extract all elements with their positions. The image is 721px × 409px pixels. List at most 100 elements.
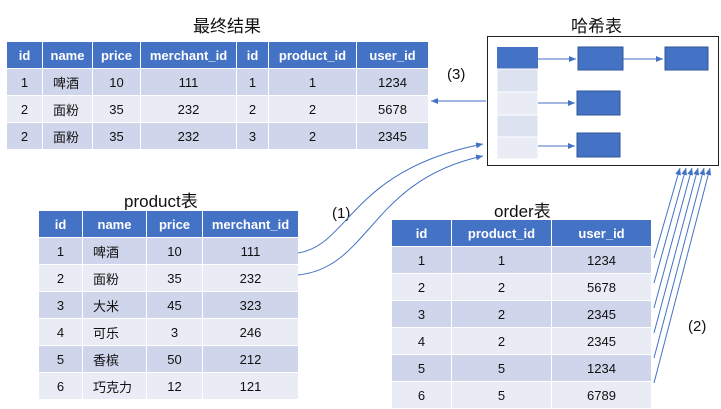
result-header-cell: id — [6, 41, 43, 69]
result-header-row: id name price merchant_id id product_id … — [6, 41, 429, 69]
table-cell: 1 — [236, 68, 269, 96]
table-cell: 121 — [202, 372, 299, 400]
table-cell: 35 — [92, 95, 141, 123]
table-cell: 3 — [146, 318, 203, 346]
table-cell: 5678 — [551, 273, 652, 301]
table-cell: 2345 — [551, 300, 652, 328]
table-cell: 3 — [236, 122, 269, 150]
probe-arrow — [653, 167, 681, 259]
table-cell: 3 — [391, 300, 452, 328]
table-cell: 2 — [451, 327, 552, 355]
order-table: id product_id user_id 1 1 1234 2 2 5678 … — [391, 219, 652, 409]
table-cell: 35 — [146, 264, 203, 292]
table-cell: 1234 — [551, 354, 652, 382]
result-header-cell: id — [236, 41, 269, 69]
table-row: 2 面粉 35 232 2 2 5678 — [6, 95, 429, 123]
table-cell: 50 — [146, 345, 203, 373]
build-arrow — [297, 142, 484, 254]
table-cell: 6 — [391, 381, 452, 409]
hash-node — [576, 132, 621, 158]
table-cell: 2 — [6, 122, 43, 150]
table-cell: 大米 — [82, 291, 147, 319]
build-arrow — [297, 154, 484, 276]
table-cell: 10 — [146, 237, 203, 265]
table-cell: 1234 — [356, 68, 429, 96]
hash-node — [577, 46, 624, 71]
order-header-row: id product_id user_id — [391, 219, 652, 247]
hash-bucket — [496, 114, 539, 138]
result-header-cell: product_id — [268, 41, 357, 69]
table-row: 2 面粉 35 232 3 2 2345 — [6, 122, 429, 150]
table-cell: 232 — [140, 95, 237, 123]
table-row: 6 5 6789 — [391, 381, 652, 409]
table-cell: 6789 — [551, 381, 652, 409]
table-cell: 10 — [92, 68, 141, 96]
step-label-2: (2) — [688, 318, 707, 335]
table-cell: 2 — [6, 95, 43, 123]
product-header-cell: price — [146, 210, 203, 238]
table-cell: 1 — [268, 68, 357, 96]
result-table: id name price merchant_id id product_id … — [6, 41, 429, 150]
product-header-row: id name price merchant_id — [38, 210, 299, 238]
order-table-title: order表 — [494, 202, 551, 221]
table-cell: 5 — [451, 354, 552, 382]
probe-arrow — [653, 167, 694, 309]
hash-bucket — [496, 136, 539, 160]
table-cell: 1234 — [551, 246, 652, 274]
order-header-cell: id — [391, 219, 452, 247]
product-table-title: product表 — [124, 192, 198, 211]
table-cell: 啤酒 — [82, 237, 147, 265]
table-row: 5 香槟 50 212 — [38, 345, 299, 373]
table-cell: 5 — [38, 345, 83, 373]
product-table: id name price merchant_id 1 啤酒 10 111 2 … — [38, 210, 299, 400]
hash-bucket — [496, 68, 539, 93]
result-title: 最终结果 — [193, 17, 261, 36]
probe-arrow — [653, 167, 712, 384]
hash-node — [576, 90, 621, 116]
table-cell: 35 — [92, 122, 141, 150]
table-cell: 巧克力 — [82, 372, 147, 400]
table-cell: 232 — [140, 122, 237, 150]
table-cell: 5 — [451, 381, 552, 409]
table-cell: 1 — [6, 68, 43, 96]
table-cell: 2 — [268, 122, 357, 150]
table-cell: 12 — [146, 372, 203, 400]
table-cell: 6 — [38, 372, 83, 400]
probe-arrow — [653, 167, 688, 284]
table-cell: 2 — [268, 95, 357, 123]
table-row: 3 2 2345 — [391, 300, 652, 328]
step-label-3: (3) — [447, 66, 466, 83]
table-cell: 323 — [202, 291, 299, 319]
order-header-cell: product_id — [451, 219, 552, 247]
table-cell: 3 — [38, 291, 83, 319]
table-cell: 4 — [391, 327, 452, 355]
table-row: 4 2 2345 — [391, 327, 652, 355]
table-cell: 面粉 — [42, 122, 93, 150]
hash-table-title: 哈希表 — [571, 17, 622, 36]
table-cell: 246 — [202, 318, 299, 346]
table-cell: 2345 — [356, 122, 429, 150]
result-header-cell: merchant_id — [140, 41, 237, 69]
table-cell: 4 — [38, 318, 83, 346]
product-header-cell: merchant_id — [202, 210, 299, 238]
hash-bucket — [496, 91, 539, 116]
table-row: 5 5 1234 — [391, 354, 652, 382]
table-row: 3 大米 45 323 — [38, 291, 299, 319]
step-label-1: (1) — [332, 205, 351, 222]
table-cell: 1 — [451, 246, 552, 274]
table-cell: 232 — [202, 264, 299, 292]
table-cell: 香槟 — [82, 345, 147, 373]
table-row: 4 可乐 3 246 — [38, 318, 299, 346]
table-cell: 2345 — [551, 327, 652, 355]
hash-node — [664, 46, 709, 71]
probe-arrow — [653, 167, 700, 334]
result-header-cell: price — [92, 41, 141, 69]
table-cell: 5 — [391, 354, 452, 382]
probe-arrow — [653, 167, 706, 359]
result-header-cell: user_id — [356, 41, 429, 69]
table-row: 6 巧克力 12 121 — [38, 372, 299, 400]
table-cell: 5678 — [356, 95, 429, 123]
table-cell: 111 — [140, 68, 237, 96]
product-header-cell: id — [38, 210, 83, 238]
